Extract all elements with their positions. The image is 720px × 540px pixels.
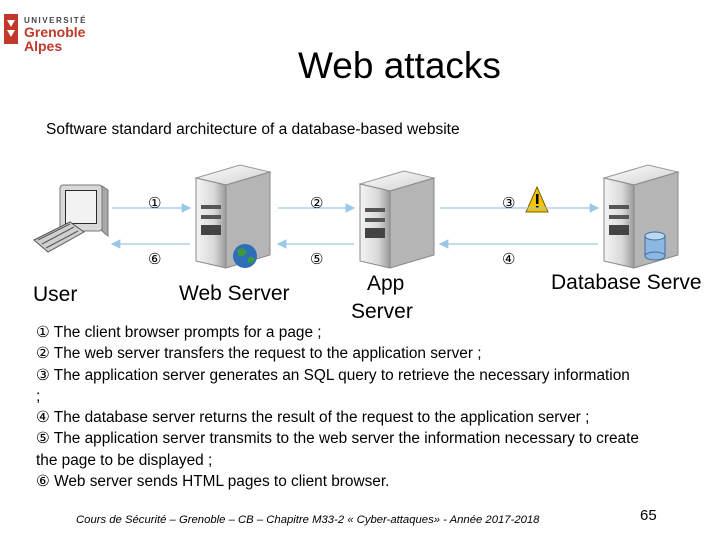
slide-subtitle: Software standard architecture of a data… — [46, 121, 460, 138]
arrow-number-2: ② — [310, 194, 324, 212]
warning-icon — [525, 185, 549, 213]
arrow-number-5: ⑤ — [310, 250, 324, 268]
database-server-icon — [602, 164, 680, 269]
step-line: the page to be displayed ; — [36, 450, 714, 471]
logo-line-1: UNIVERSITÉ — [24, 16, 88, 25]
globe-icon — [233, 244, 257, 268]
step-text: Web server sends HTML pages to client br… — [49, 473, 390, 491]
logo-line-2: Grenoble — [24, 24, 86, 40]
step-line: ③ The application server generates an SQ… — [36, 365, 714, 386]
step-text: ; — [36, 387, 41, 405]
step-number: ① — [36, 323, 50, 341]
architecture-diagram — [33, 164, 680, 269]
step-number: ⑤ — [36, 429, 50, 448]
logo-mark-icon — [4, 14, 18, 44]
step-text: The client browser prompts for a page ; — [49, 324, 322, 341]
step-number: ③ — [36, 365, 50, 384]
arrow-number-6: ⑥ — [148, 250, 162, 268]
label-database-server: Database Serve — [551, 271, 702, 294]
step-number: ④ — [36, 408, 50, 427]
database-cylinder-icon — [644, 231, 666, 261]
step-line: ② The web server transfers the request t… — [36, 343, 714, 364]
label-user: User — [33, 283, 78, 306]
step-line: ⑤ The application server transmits to th… — [36, 428, 714, 449]
step-line: ; — [36, 386, 714, 407]
arrow-number-4: ④ — [502, 250, 516, 268]
step-line: ⑥ Web server sends HTML pages to client … — [36, 471, 714, 492]
university-logo: UNIVERSITÉ Grenoble Alpes — [4, 10, 104, 56]
logo-line-3: Alpes — [24, 38, 63, 54]
app-server-icon — [358, 170, 436, 269]
step-line: ④ The database server returns the result… — [36, 407, 714, 428]
web-server-icon — [194, 164, 272, 269]
label-web-server: Web Server — [179, 282, 290, 305]
step-text: The application server generates an SQL … — [49, 366, 630, 384]
step-number: ⑥ — [36, 472, 50, 491]
label-app-server-line2: Server — [351, 300, 413, 323]
step-number: ② — [36, 344, 50, 363]
step-line: ① The client browser prompts for a page … — [36, 322, 714, 343]
label-app-server-line1: App — [367, 272, 405, 295]
arrow-number-3: ③ — [502, 194, 516, 212]
step-text: the page to be displayed ; — [36, 451, 213, 469]
slide-title: Web attacks — [298, 45, 501, 86]
user-computer-icon — [33, 184, 109, 253]
footer-text: Cours de Sécurité – Grenoble – CB – Chap… — [76, 514, 540, 526]
steps-list: ① The client browser prompts for a page … — [36, 322, 714, 492]
step-text: The application server transmits to the … — [49, 430, 639, 448]
arrow-number-1: ① — [148, 194, 162, 212]
page-number: 65 — [640, 507, 657, 524]
step-text: The database server returns the result o… — [49, 409, 590, 427]
step-text: The web server transfers the request to … — [49, 345, 482, 363]
